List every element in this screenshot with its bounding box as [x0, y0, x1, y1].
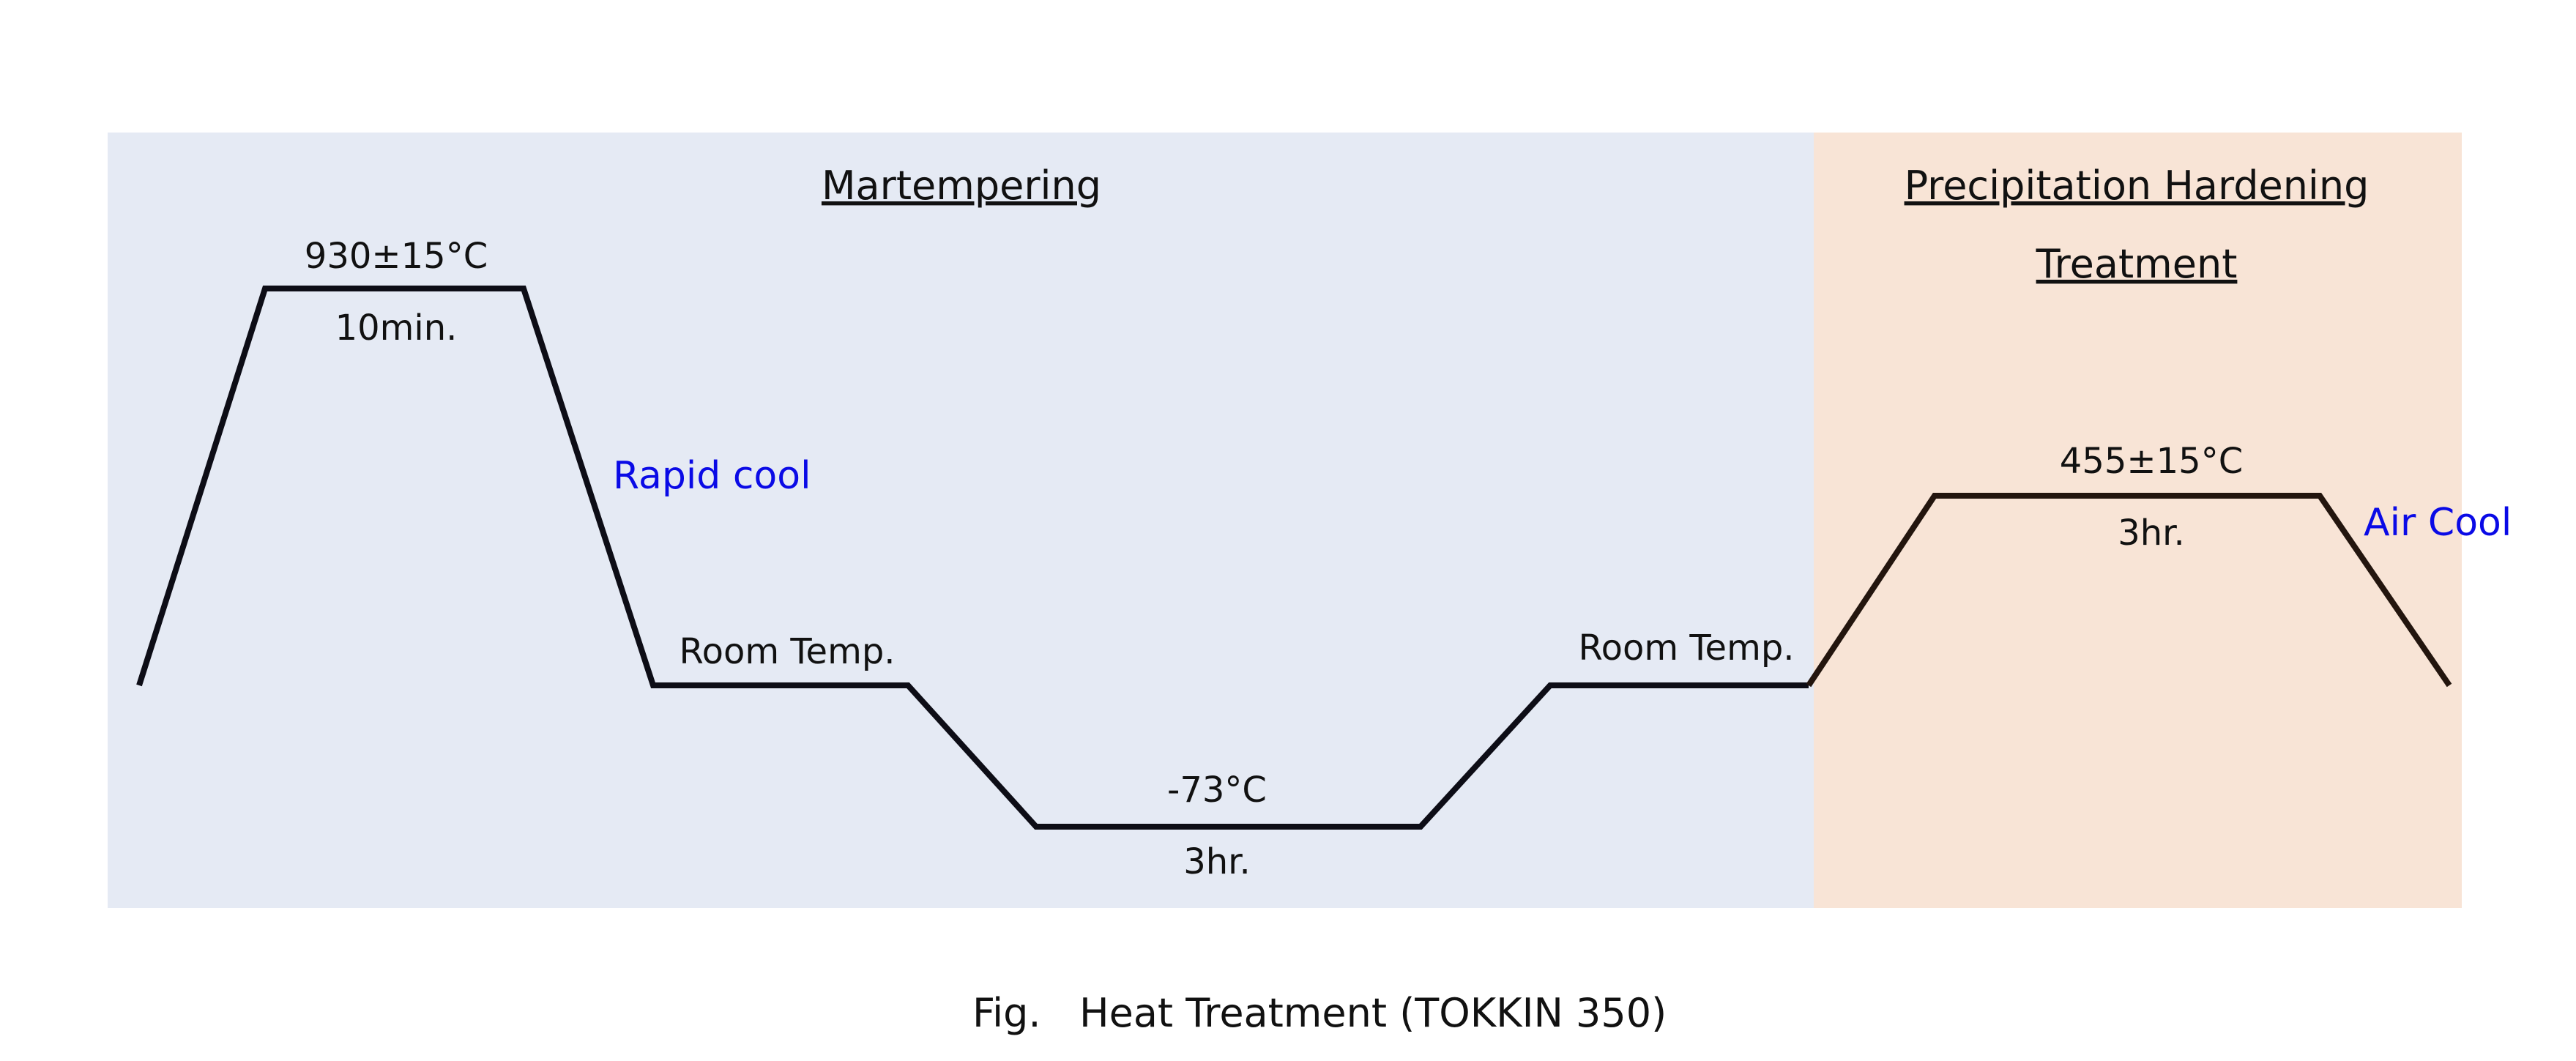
- precipitation-title-line2: Treatment: [2036, 241, 2238, 287]
- aging-temperature-label: 455±15°C: [2060, 441, 2243, 482]
- room-temp-label-1: Room Temp.: [679, 631, 895, 672]
- subzero-time-label: 3hr.: [1183, 841, 1251, 882]
- martempering-title: Martempering: [822, 163, 1101, 209]
- subzero-temperature-label: -73°C: [1167, 770, 1267, 811]
- martempering-panel: [108, 133, 1814, 908]
- precipitation-title-line1: Precipitation Hardening: [1905, 163, 2370, 209]
- figure-caption-prefix: Fig.: [972, 990, 1041, 1036]
- solution-time-label: 10min.: [335, 308, 458, 349]
- aging-time-label: 3hr.: [2118, 513, 2185, 554]
- rapid-cool-label: Rapid cool: [613, 454, 811, 498]
- martempering-profile-line: [136, 286, 1809, 830]
- solution-temperature-label: 930±15°C: [305, 236, 488, 277]
- figure-caption-text: Heat Treatment (TOKKIN 350): [1079, 990, 1667, 1036]
- air-cool-label: Air Cool: [2364, 501, 2512, 545]
- room-temp-label-2: Room Temp.: [1578, 628, 1794, 669]
- precipitation-profile-line: [1806, 493, 2452, 688]
